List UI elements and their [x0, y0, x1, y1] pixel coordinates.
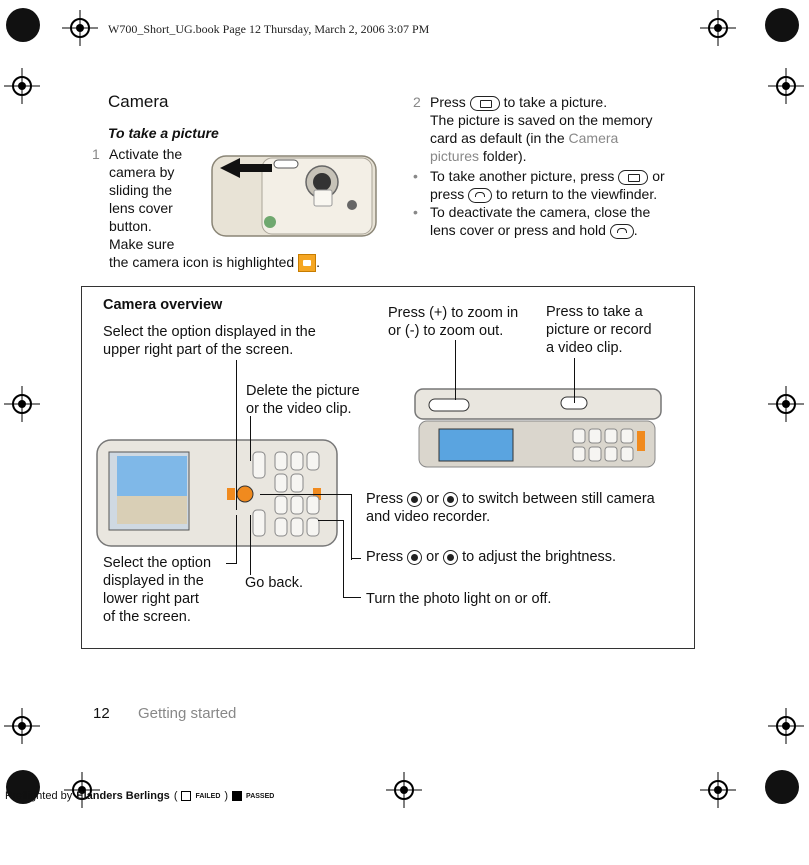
callout-line	[236, 515, 237, 563]
preflight-stamp: Preflighted by Elanders Berlings (FAILED…	[5, 790, 275, 802]
callout-line	[351, 494, 352, 560]
callout-line	[250, 515, 251, 575]
phone-front-illustration	[96, 439, 338, 547]
bullet-item: •	[413, 204, 418, 220]
page-number: 12	[93, 705, 110, 722]
back-key-icon	[468, 187, 493, 203]
callout-line	[236, 360, 237, 510]
crosshair-icon	[4, 386, 40, 422]
nav-key-icon	[443, 549, 459, 565]
step2-text: Press to take a picture. The picture is …	[430, 94, 653, 164]
crosshair-icon	[768, 68, 804, 104]
label-switch-mode: Press or to switch between still camera …	[366, 491, 655, 525]
overview-title: Camera overview	[103, 297, 223, 313]
failed-checkbox	[181, 791, 192, 801]
bullet-item-text: To take another picture, press or press …	[430, 168, 665, 203]
crosshair-icon	[4, 68, 40, 104]
phone-lens-cover-illustration	[211, 155, 377, 237]
nav-key-icon	[407, 491, 423, 507]
crosshair-icon	[768, 708, 804, 744]
step-number: 2	[413, 94, 421, 110]
callout-line	[250, 416, 251, 461]
camera-key-icon	[469, 95, 500, 111]
footer-section: Getting started	[138, 705, 237, 722]
registration-dot-bottom-left	[6, 770, 40, 804]
bullet-item: •	[413, 168, 418, 184]
callout-line	[343, 520, 344, 598]
callout-line	[226, 563, 237, 564]
step1-last-line: the camera icon is highlighted .	[109, 253, 320, 273]
preflight-brand: Elanders Berlings	[76, 790, 170, 802]
crosshair-icon	[64, 772, 100, 808]
crosshair-icon	[700, 10, 736, 46]
registration-dot-top-right	[765, 8, 799, 42]
label-upper-right-option: Select the option displayed in the upper…	[103, 324, 316, 358]
registration-dot-bottom-right	[765, 770, 799, 804]
crosshair-icon	[700, 772, 736, 808]
print-header: W700_Short_UG.book Page 12 Thursday, Mar…	[108, 22, 430, 36]
camera-key-icon	[618, 169, 649, 185]
label-photo-light: Turn the photo light on or off.	[366, 591, 552, 607]
bullet-item-text: To deactivate the camera, close the lens…	[430, 204, 651, 239]
label-go-back: Go back.	[245, 575, 304, 591]
step1-text: Activate the camera by sliding the lens …	[109, 146, 183, 252]
subheading: To take a picture	[108, 125, 219, 141]
crosshair-icon	[386, 772, 422, 808]
crosshair-icon	[768, 386, 804, 422]
crosshair-icon	[62, 10, 98, 46]
label-brightness: Press or to adjust the brightness.	[366, 549, 617, 565]
callout-line	[574, 358, 575, 403]
callout-line	[318, 520, 344, 521]
camera-mode-icon	[298, 254, 317, 273]
crosshair-icon	[4, 708, 40, 744]
label-zoom: Press (+) to zoom in or (-) to zoom out.	[388, 305, 519, 339]
section-title: Camera	[108, 92, 169, 111]
back-key-icon	[609, 223, 634, 239]
label-take-picture: Press to take a picture or record a vide…	[546, 304, 652, 356]
callout-line	[343, 597, 361, 598]
nav-key-icon	[407, 549, 423, 565]
callout-line	[260, 494, 352, 495]
label-lower-right-option: Select the option displayed in the lower…	[103, 555, 212, 625]
step-number: 1	[92, 146, 100, 162]
phone-side-illustration	[414, 388, 662, 468]
nav-key-icon	[443, 491, 459, 507]
registration-dot-top-left	[6, 8, 40, 42]
label-delete: Delete the picture or the video clip.	[246, 383, 360, 417]
camera-overview-box	[81, 286, 695, 649]
callout-line	[455, 340, 456, 400]
passed-checkbox	[232, 791, 243, 801]
callout-line	[351, 558, 361, 559]
